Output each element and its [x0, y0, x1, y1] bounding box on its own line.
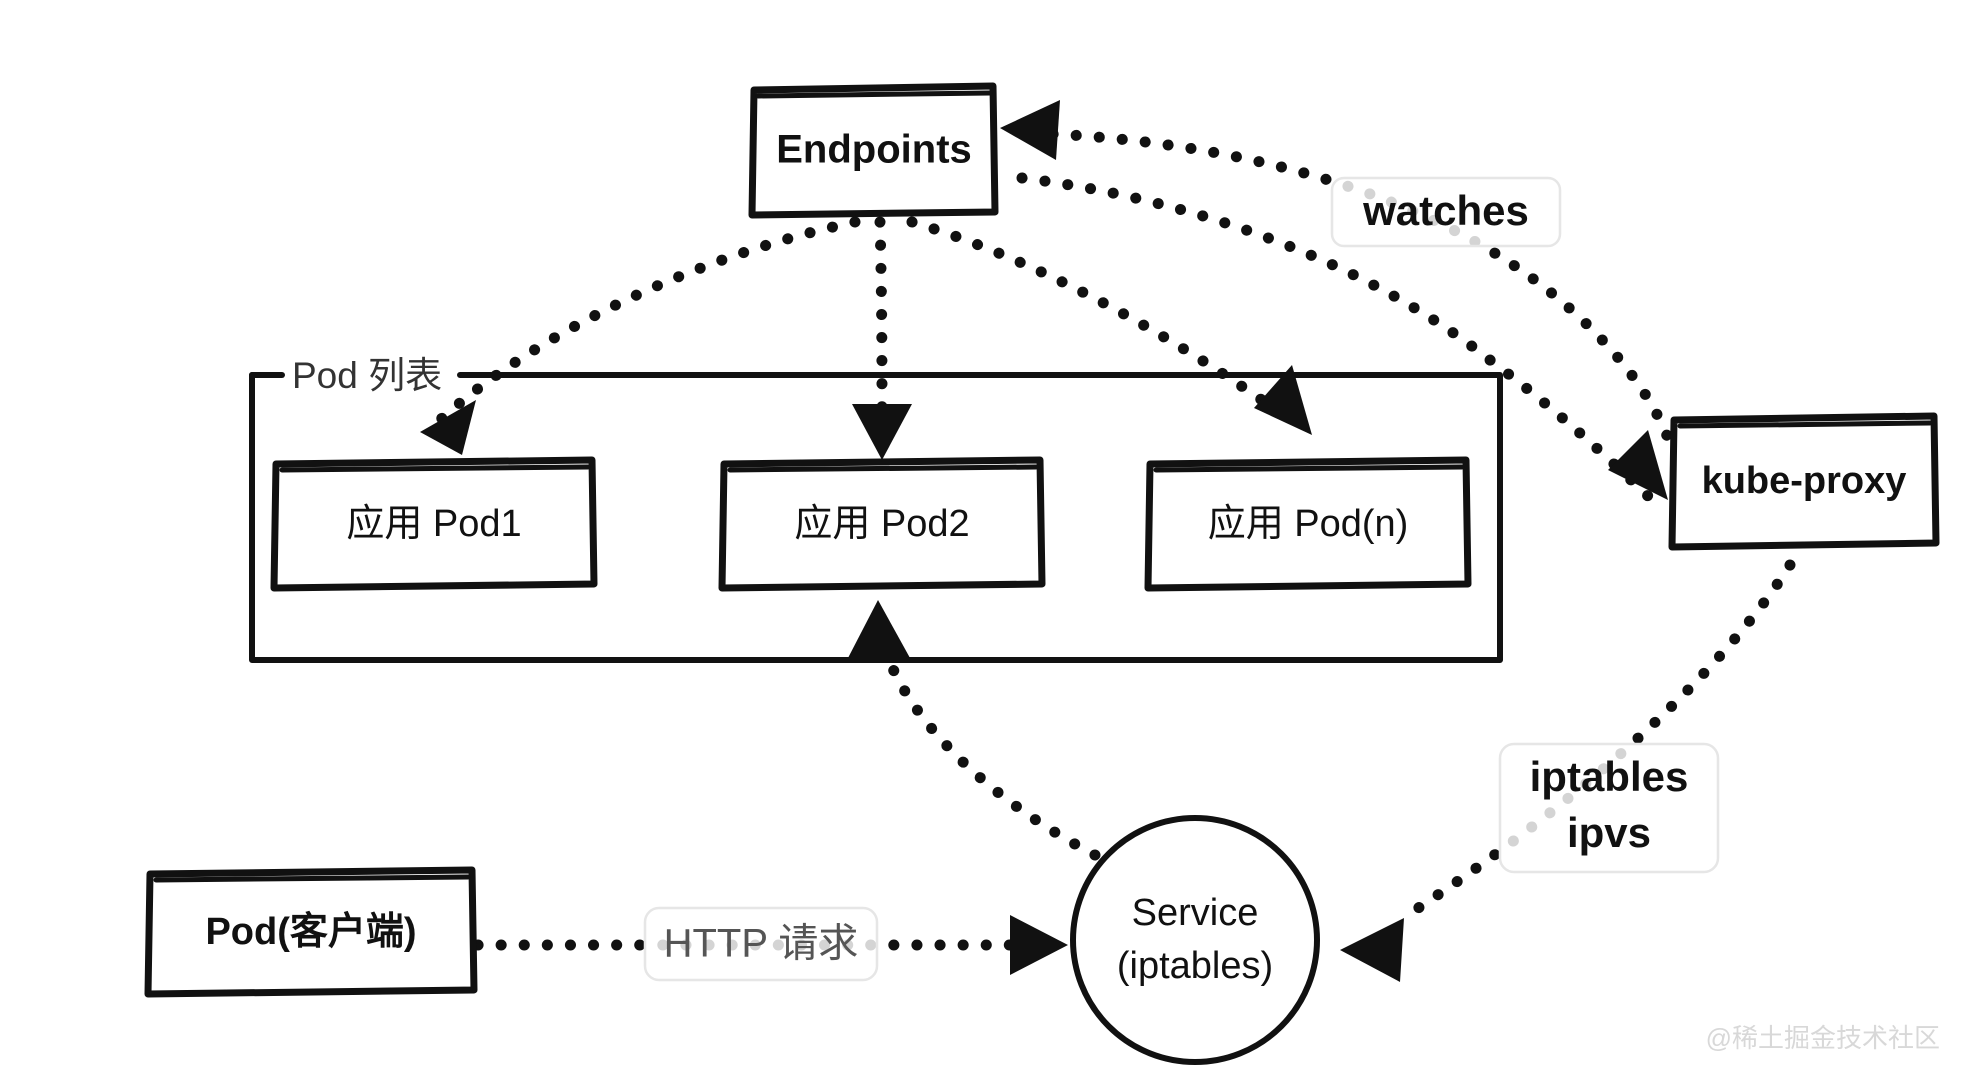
- watermark: @稀土掘金技术社区: [1706, 1023, 1940, 1053]
- edge-kubeproxy-watches-lower: [1016, 172, 1668, 502]
- edge-endpoints-to-podn: [906, 216, 1312, 435]
- edge-label-watches-text: watches: [1362, 187, 1529, 234]
- edge-kubeproxy-watches-upper: [1000, 100, 1678, 456]
- node-podn-label: 应用 Pod(n): [1208, 503, 1409, 545]
- edge-label-http-request-text: HTTP 请求: [664, 922, 859, 966]
- node-pod-client[interactable]: Pod(客户端): [144, 866, 478, 998]
- edge-label-http-request-background: [643, 906, 879, 982]
- node-kube-proxy[interactable]: kube-proxy: [1668, 412, 1940, 551]
- node-kube-proxy-label: kube-proxy: [1702, 460, 1907, 502]
- edge-endpoints-to-pod1: [420, 216, 861, 455]
- node-endpoints[interactable]: Endpoints: [748, 82, 999, 219]
- edge-label-ipvs-text: ipvs: [1567, 809, 1651, 856]
- group-pod-list: Pod 列表: [249, 355, 1503, 663]
- node-pod1-label: 应用 Pod1: [346, 503, 521, 545]
- edge-service-to-pod2: [848, 600, 1101, 861]
- edge-label-iptables-ipvs-background: [1498, 742, 1720, 874]
- node-pod2[interactable]: 应用 Pod2: [718, 456, 1046, 592]
- edge-endpoints-to-pod2: [852, 216, 912, 460]
- edge-label-iptables-text: iptables: [1530, 753, 1689, 800]
- group-pod-list-title: Pod 列表: [292, 355, 442, 396]
- edge-label-http-request: HTTP 请求: [643, 906, 879, 982]
- edge-kubeproxy-to-service: [1340, 559, 1796, 982]
- node-service[interactable]: Service (iptables): [1070, 815, 1320, 1065]
- node-pod2-label: 应用 Pod2: [794, 503, 969, 545]
- edge-label-watches-background: [1330, 176, 1562, 248]
- node-service-label-line1: Service: [1132, 892, 1259, 934]
- node-endpoints-label: Endpoints: [776, 128, 972, 172]
- edge-label-iptables-ipvs: iptables ipvs: [1498, 742, 1720, 874]
- node-service-label-line2: (iptables): [1117, 945, 1273, 987]
- node-pod-client-label: Pod(客户端): [205, 910, 416, 953]
- node-pod1[interactable]: 应用 Pod1: [270, 456, 598, 592]
- edge-label-watches: watches: [1330, 176, 1562, 248]
- node-podn[interactable]: 应用 Pod(n): [1144, 456, 1472, 592]
